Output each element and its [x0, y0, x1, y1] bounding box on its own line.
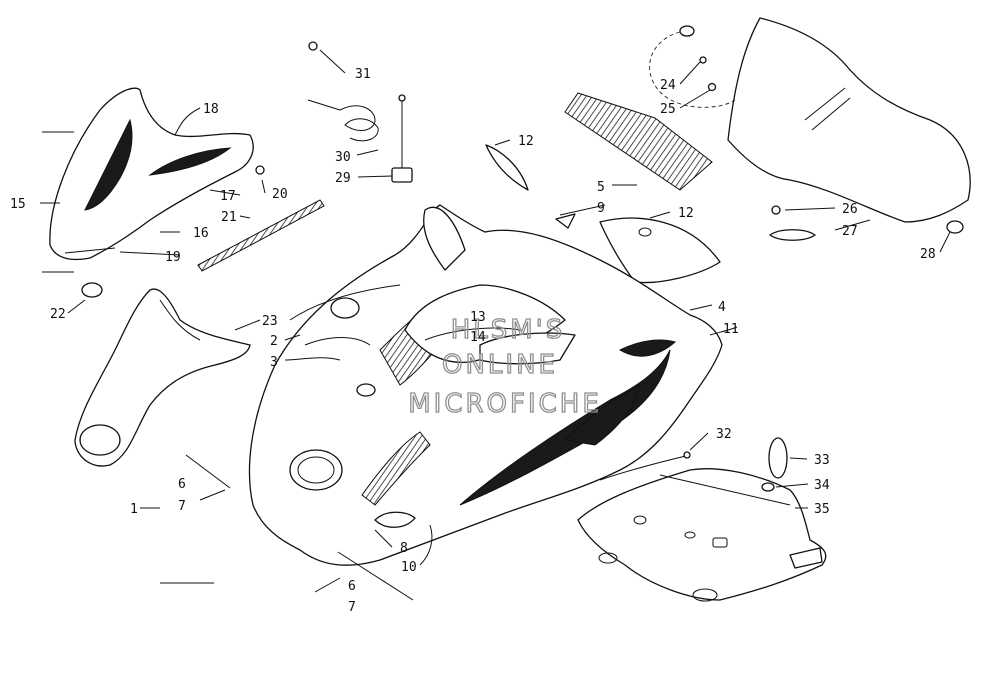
callout-34: 34 [814, 478, 830, 493]
callout-25: 25 [660, 102, 676, 117]
callout-4: 4 [718, 300, 726, 315]
callout-23: 23 [262, 314, 278, 329]
emblem [81, 282, 103, 298]
callout-32: 32 [716, 427, 732, 442]
callout-16: 16 [193, 226, 209, 241]
small-hardware [683, 437, 788, 492]
callout-14: 14 [470, 330, 486, 345]
callout-9: 9 [597, 201, 605, 216]
watermark: HLSM'S ONLINE MICROFICHE [408, 314, 602, 419]
windshield [727, 17, 971, 241]
windshield-hardware [649, 25, 964, 234]
callout-10: 10 [401, 560, 417, 575]
belly-pan [577, 468, 827, 602]
callout-12-top: 12 [518, 134, 534, 149]
callout-31: 31 [355, 67, 371, 82]
callout-7a: 7 [178, 499, 186, 514]
callout-6a: 6 [178, 477, 186, 492]
leader-lines [40, 49, 951, 566]
nose-cap [49, 87, 265, 261]
callout-20: 20 [272, 187, 288, 202]
callout-35: 35 [814, 502, 830, 517]
side-panel-right [599, 217, 721, 284]
vent-panel [564, 92, 713, 191]
callout-2: 2 [270, 334, 278, 349]
callout-labels: 1 2 3 4 5 6 7 6 7 8 9 10 11 12 12 13 14 … [10, 67, 936, 615]
callout-15: 15 [10, 197, 26, 212]
watermark-line-1: HLSM'S [451, 315, 566, 345]
callout-7b: 7 [348, 600, 356, 615]
decal-strip [197, 199, 325, 272]
callout-26: 26 [842, 202, 858, 217]
watermark-line-3: MICROFICHE [408, 389, 602, 419]
callout-30: 30 [335, 150, 351, 165]
callout-3: 3 [270, 355, 278, 370]
callout-1: 1 [130, 502, 138, 517]
callout-8: 8 [400, 541, 408, 556]
callout-5: 5 [597, 180, 605, 195]
mounting-rods [185, 454, 414, 601]
callout-18: 18 [203, 102, 219, 117]
watermark-line-2: ONLINE [442, 350, 558, 380]
callout-17: 17 [220, 189, 236, 204]
callout-33: 33 [814, 453, 830, 468]
small-panels [485, 144, 576, 229]
callout-24: 24 [660, 78, 676, 93]
callout-13: 13 [470, 310, 486, 325]
blank-rules [42, 131, 214, 584]
hood-assembly [248, 204, 723, 566]
spring-and-bracket [307, 41, 413, 183]
bumper-frame [74, 288, 251, 467]
callout-28: 28 [920, 247, 936, 262]
callout-12-right: 12 [678, 206, 694, 221]
callout-21: 21 [221, 210, 237, 225]
callout-11: 11 [723, 322, 739, 337]
callout-6b: 6 [348, 579, 356, 594]
callout-19: 19 [165, 250, 181, 265]
callout-22: 22 [50, 307, 66, 322]
callout-29: 29 [335, 171, 351, 186]
callout-27: 27 [842, 224, 858, 239]
